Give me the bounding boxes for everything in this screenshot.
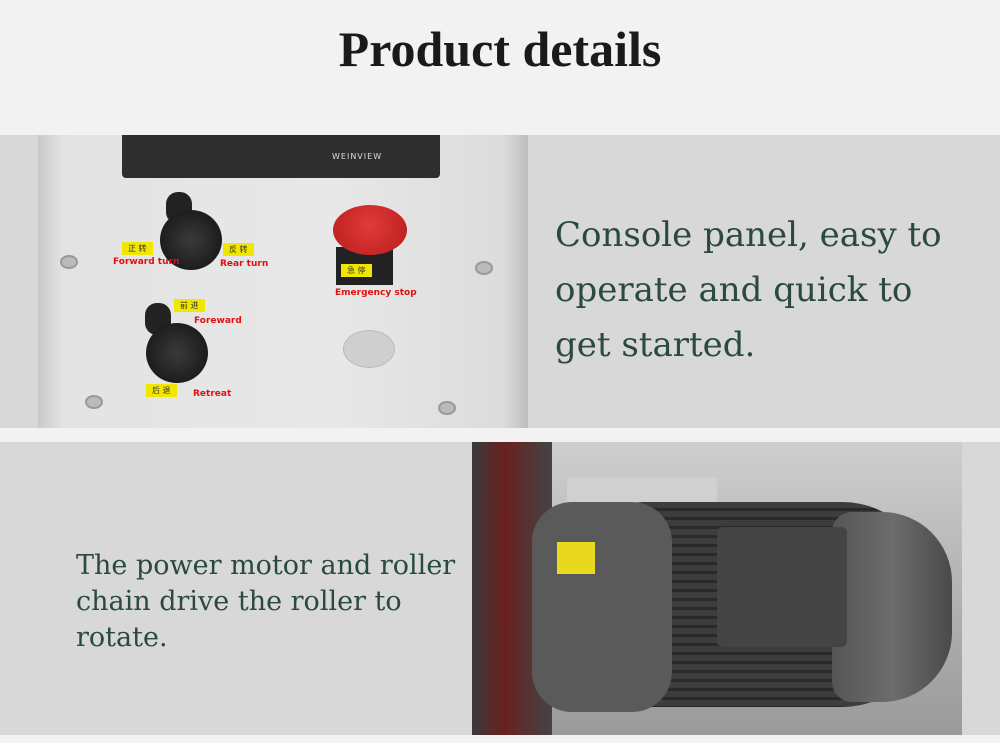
motor-flange	[532, 502, 672, 712]
screw-icon	[60, 255, 78, 269]
hmi-screen: WEINVIEW	[122, 135, 440, 178]
turn-joystick	[160, 210, 222, 270]
tag-estop: 急 停	[341, 264, 372, 277]
motor-sticker	[557, 542, 595, 574]
label-retreat: Retreat	[193, 389, 232, 399]
move-joystick	[146, 323, 208, 383]
motor-end-cap	[832, 512, 952, 702]
brand-logo: WEINVIEW	[332, 152, 383, 161]
label-foreward: Foreward	[194, 316, 242, 326]
label-forward-turn: Forward turn	[113, 257, 180, 267]
emergency-stop-button	[333, 205, 407, 255]
motor-photo	[472, 442, 962, 735]
tag-rear-turn: 反 转	[223, 243, 254, 256]
indicator-lamp	[343, 330, 395, 368]
console-panel-photo: WEINVIEW 正 转 反 转 Forward turn Rear turn …	[38, 135, 528, 428]
tag-forward-turn: 正 转	[122, 242, 153, 255]
motor-description: The power motor and roller chain drive t…	[76, 550, 456, 653]
tag-foreward: 前 进	[174, 299, 205, 312]
tag-retreat: 后 退	[146, 384, 177, 397]
screw-icon	[438, 401, 456, 415]
label-rear-turn: Rear turn	[220, 259, 269, 269]
screw-icon	[475, 261, 493, 275]
screw-icon	[85, 395, 103, 409]
console-description: Console panel, easy to operate and quick…	[555, 215, 942, 365]
label-emergency-stop: Emergency stop	[335, 288, 417, 298]
terminal-box	[717, 527, 847, 647]
page-title: Product details	[338, 21, 662, 77]
